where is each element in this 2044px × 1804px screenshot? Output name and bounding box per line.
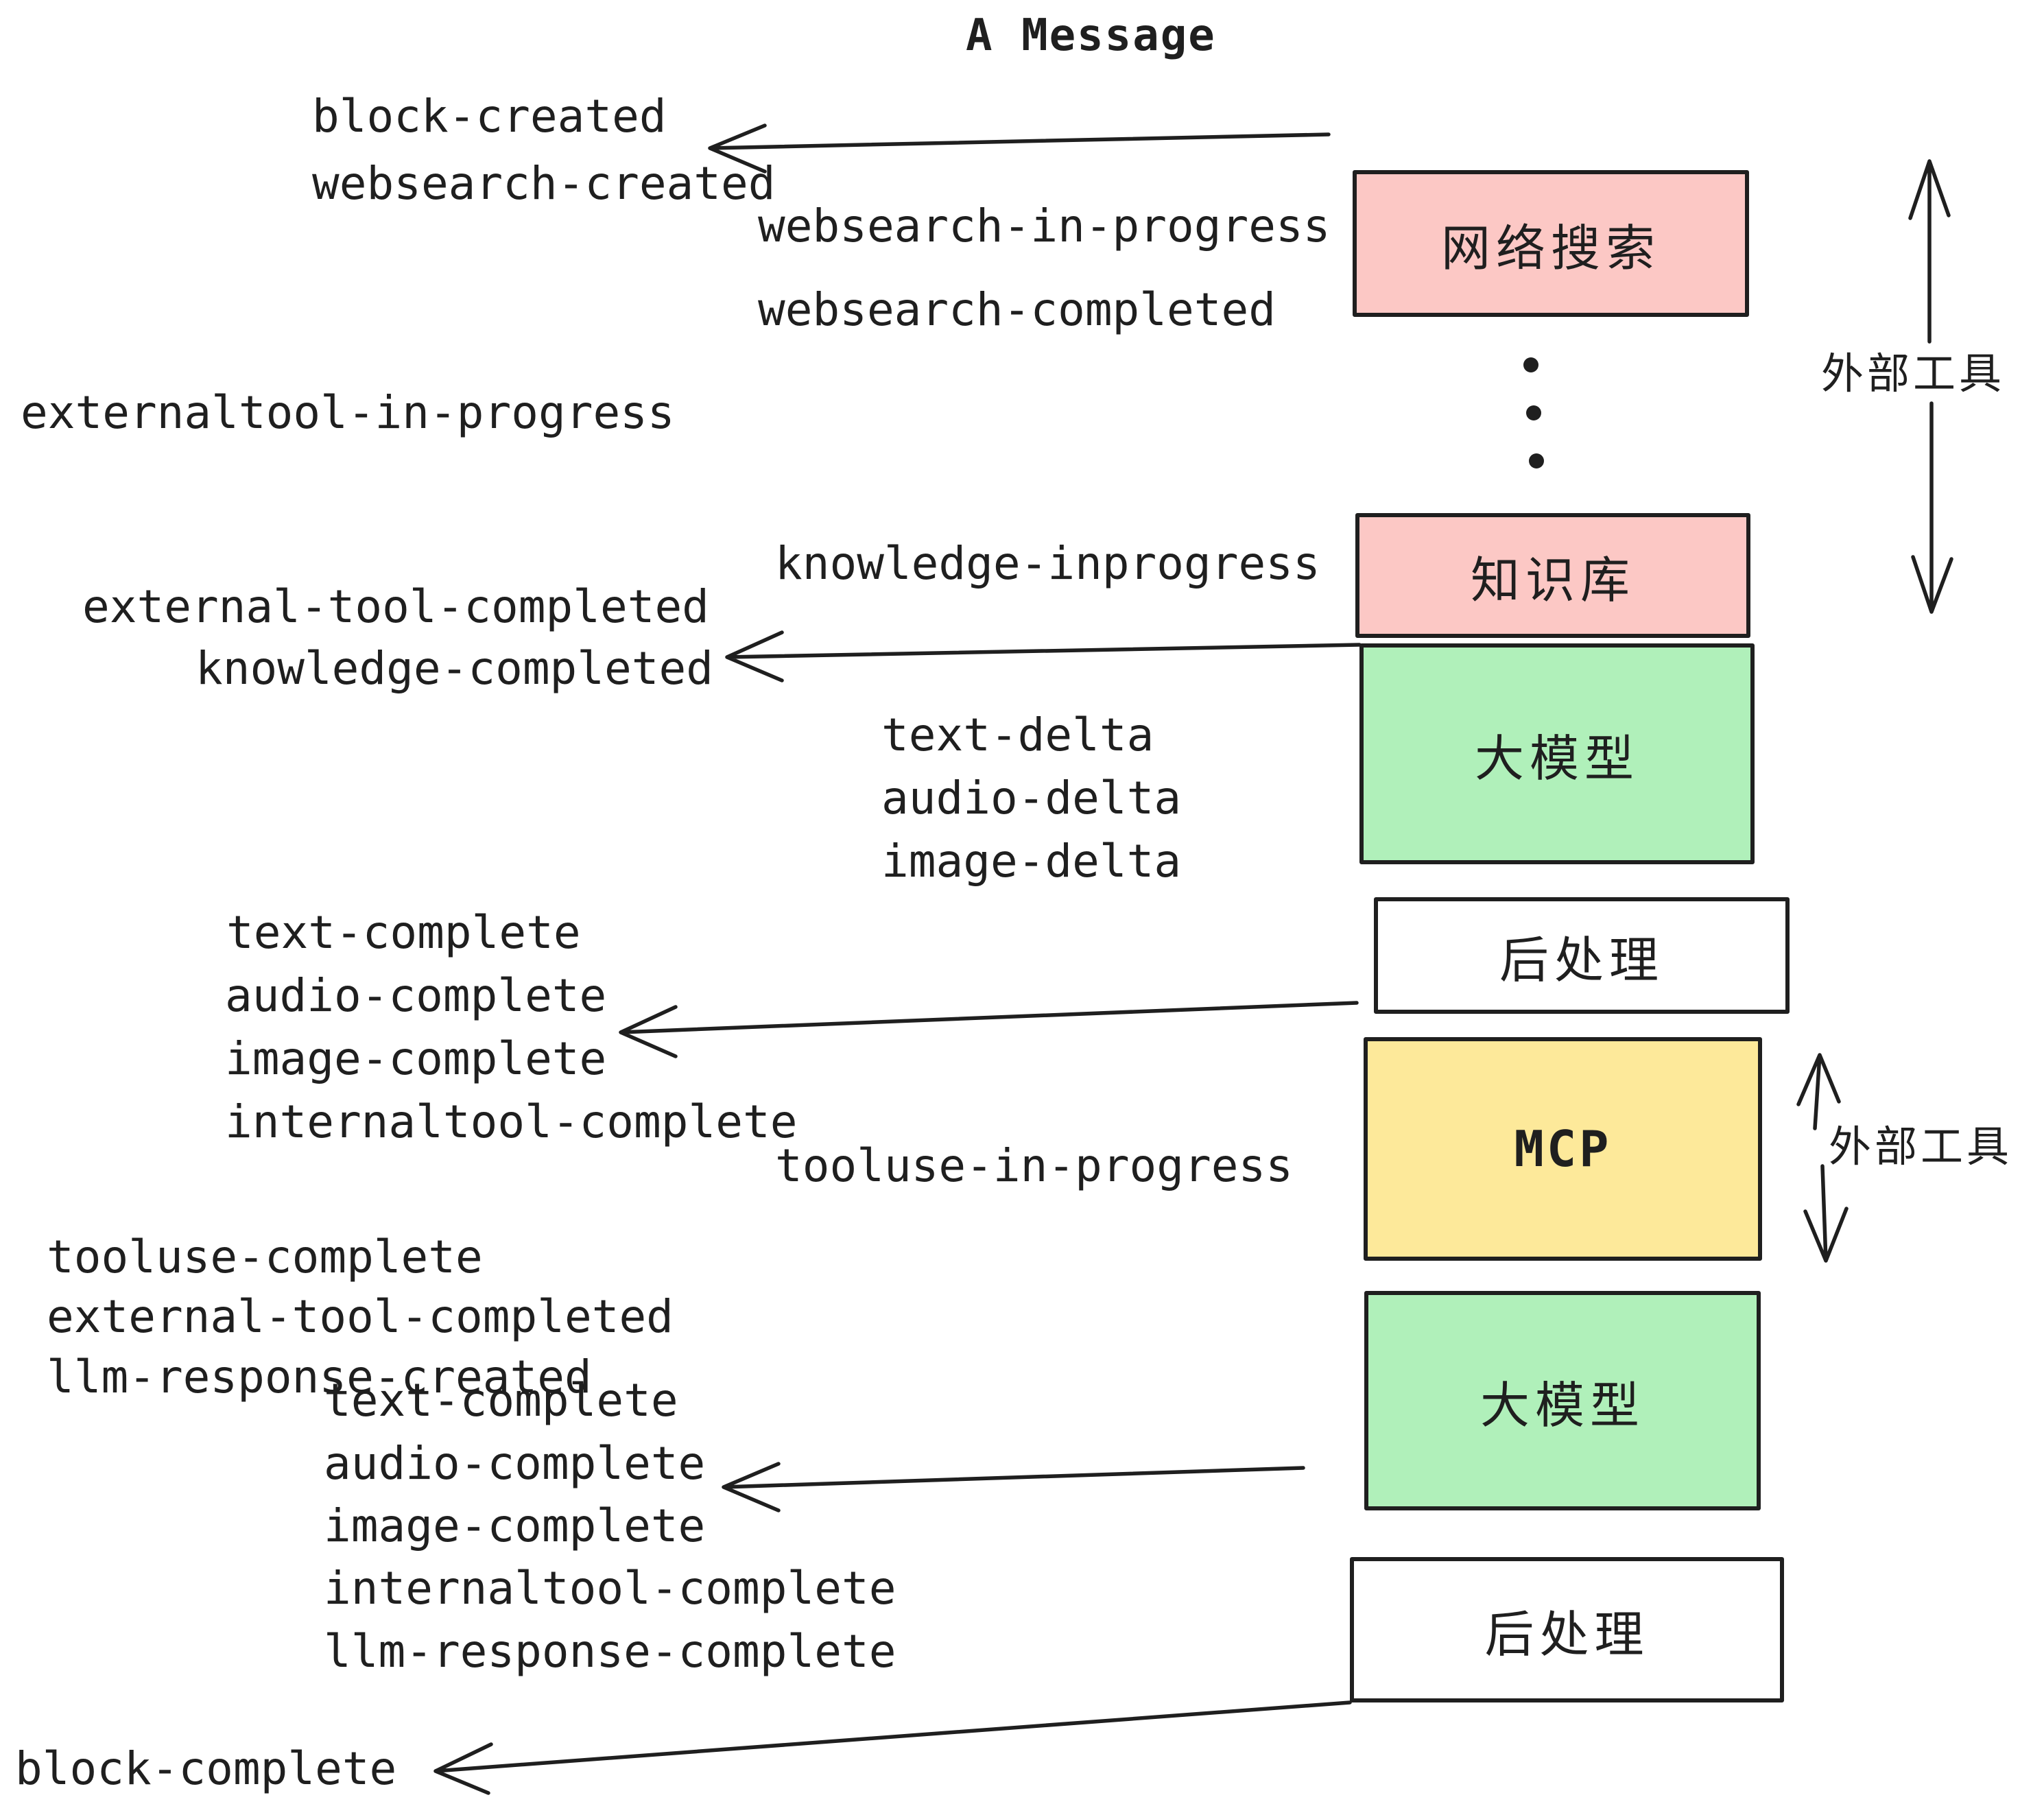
box-llm-2: 大模型 [1364,1291,1761,1510]
external-tools-2-up-arrow [1796,1053,1841,1130]
box-llm-2-label: 大模型 [1479,1376,1645,1434]
box-post-1-label: 后处理 [1499,931,1664,989]
box-mcp: MCP [1364,1037,1762,1261]
external-tools-annotation-2: 外部工具 [1829,1121,2013,1172]
event-internaltool-complete-2: internaltool-complete [324,1562,896,1615]
event-knowledge-inprogress: knowledge-inprogress [775,537,1320,590]
event-audio-complete-2: audio-complete [324,1437,706,1490]
event-externaltool-in-progress: externaltool-in-progress [21,386,675,439]
event-audio-complete: audio-complete [225,969,607,1022]
event-text-delta: text-delta [881,709,1154,761]
external-tools-annotation-1: 外部工具 [1821,348,2006,399]
event-websearch-in-progress: websearch-in-progress [758,200,1331,252]
arrow-llm2-to-complete-group [722,1462,1305,1512]
event-block-created: block-created [312,90,667,143]
box-post-1: 后处理 [1374,897,1790,1014]
event-external-tool-completed-2: external-tool-completed [47,1290,674,1343]
event-tooluse-complete: tooluse-complete [47,1231,483,1283]
event-internaltool-complete: internaltool-complete [225,1095,798,1148]
event-websearch-created: websearch-created [312,157,776,210]
event-websearch-completed: websearch-completed [758,283,1276,336]
box-knowledge-label: 知识库 [1470,551,1635,609]
box-mcp-label: MCP [1514,1120,1612,1178]
event-audio-delta: audio-delta [881,772,1182,824]
box-llm-1-label: 大模型 [1474,729,1639,787]
box-websearch: 网络搜索 [1353,170,1749,317]
event-block-complete: block-complete [15,1742,397,1795]
event-llm-response-complete: llm-response-complete [324,1625,896,1678]
box-post-2-label: 后处理 [1484,1605,1650,1663]
ellipsis-dots [1523,357,1544,468]
external-tools-down-arrow [1911,401,1953,614]
event-llm-response-created: llm-response-created [47,1351,592,1403]
event-tooluse-in-progress: tooluse-in-progress [775,1139,1293,1192]
box-websearch-label: 网络搜索 [1440,219,1661,277]
arrow-mcp-to-complete-group [619,1001,1359,1058]
event-knowledge-completed: knowledge-completed [195,642,713,695]
event-image-complete-2: image-complete [324,1499,706,1552]
box-knowledge: 知识库 [1355,513,1750,638]
diagram-title: A Message [966,10,1216,61]
arrow-post2-to-block-complete [433,1700,1352,1795]
event-image-delta: image-delta [881,835,1182,888]
event-external-tool-completed: external-tool-completed [82,580,709,633]
external-tools-up-arrow [1908,159,1951,344]
event-text-complete: text-complete [226,906,581,959]
box-llm-1: 大模型 [1359,643,1755,864]
external-tools-2-down-arrow [1803,1164,1849,1263]
arrow-websearch-to-created [708,123,1331,174]
arrow-llm-to-knowledge-completed [725,630,1362,683]
box-post-2: 后处理 [1350,1557,1784,1702]
event-text-complete-2: text-complete [324,1374,678,1427]
event-image-complete: image-complete [225,1032,607,1085]
